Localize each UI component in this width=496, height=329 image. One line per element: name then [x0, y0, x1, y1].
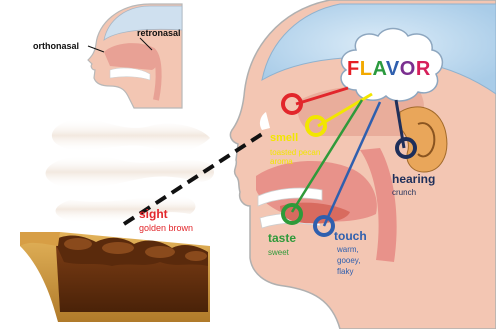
touch-label: touch — [334, 230, 367, 242]
taste-label: taste — [268, 232, 296, 244]
sight-label: sight — [139, 208, 168, 220]
flavor-letter: O — [400, 58, 416, 80]
orthonasal-label: orthonasal — [33, 42, 79, 51]
inset-head — [88, 4, 182, 108]
sight-detail: golden brown — [139, 224, 193, 233]
flavor-letter: A — [372, 58, 385, 80]
flavor-letter: L — [360, 58, 373, 80]
touch-detail-line: flaky — [337, 268, 353, 276]
flavor-letter: F — [347, 58, 360, 80]
hearing-detail: crunch — [392, 189, 416, 197]
flavor-title: FLAVOR — [347, 58, 431, 81]
flavor-letter: V — [386, 58, 400, 80]
steam — [46, 119, 214, 223]
flavor-letter: R — [416, 58, 431, 80]
touch-detail-line: warm, — [337, 246, 359, 254]
touch-detail-line: gooey, — [337, 257, 360, 265]
taste-detail: sweet — [268, 249, 289, 257]
pecan-pie-slice — [20, 232, 210, 322]
retronasal-label: retronasal — [137, 29, 181, 38]
hearing-label: hearing — [392, 173, 435, 185]
smell-detail: toasted pecan aroma — [270, 148, 336, 166]
smell-label: smell — [270, 133, 298, 144]
